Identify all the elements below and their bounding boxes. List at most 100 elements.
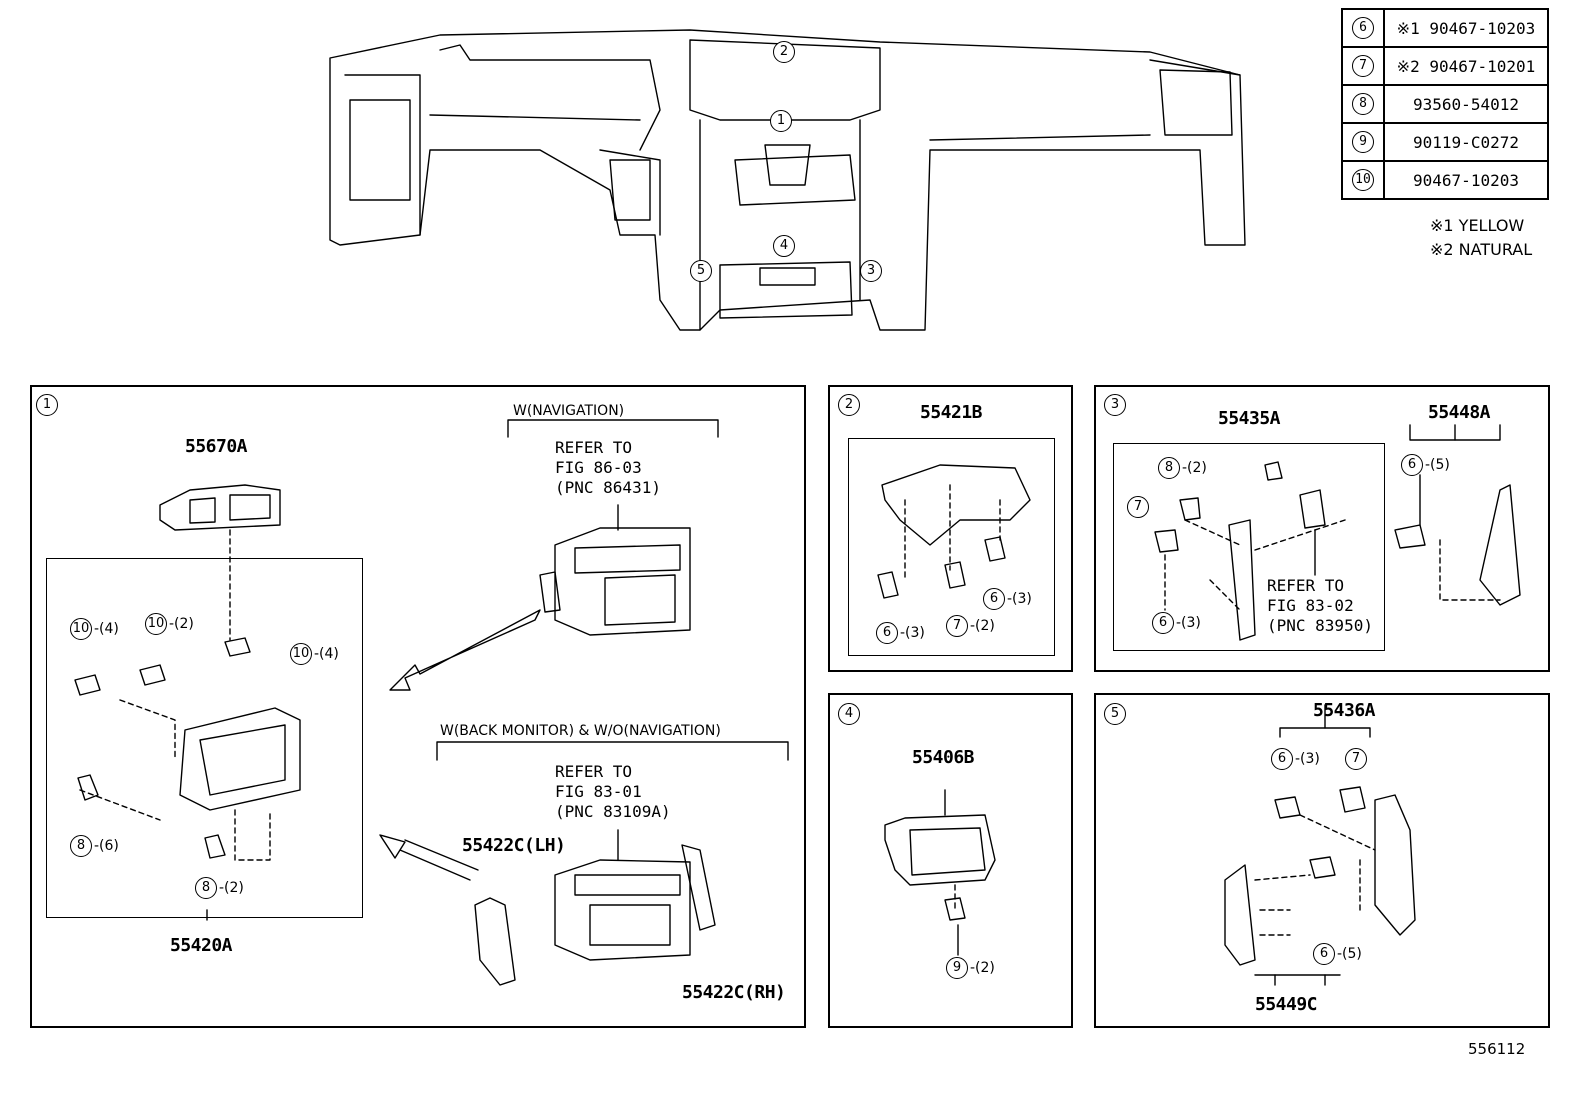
callout-qty: -(2) (1182, 460, 1207, 476)
callout-num: 6 (1271, 748, 1293, 770)
legend-row: 10 90467-10203 (1341, 160, 1549, 200)
callout-qty: -(2) (970, 618, 995, 634)
callout-8-qty-2: 8 -(2) (1158, 457, 1207, 479)
callout-qty: -(4) (94, 621, 119, 637)
panel-1-inner-box (46, 558, 363, 918)
callout-6-qty-3: 6 -(3) (1271, 748, 1320, 770)
part-label-55448A: 55448A (1428, 402, 1491, 423)
callout-num: 7 (1127, 496, 1149, 518)
callout-qty: -(5) (1337, 946, 1362, 962)
legend-num: 7 (1352, 55, 1374, 77)
legend-part: ※1 90467-10203 (1383, 8, 1549, 48)
callout-qty: -(3) (900, 625, 925, 641)
callout-10-qty-2: 10 -(2) (145, 613, 194, 635)
callout-7-qty-2: 7 -(2) (946, 615, 995, 637)
panel-3-reference: REFER TO FIG 83-02 (PNC 83950) (1267, 576, 1373, 635)
panel-1 (30, 385, 806, 1028)
callout-6-qty-3-right: 6 -(3) (983, 588, 1032, 610)
nav-reference: REFER TO FIG 86-03 (PNC 86431) (555, 438, 661, 497)
panel-4 (828, 693, 1073, 1028)
callout-num: 6 (983, 588, 1005, 610)
callout-7: 7 (1127, 496, 1151, 518)
callout-10-qty-4-right: 10 -(4) (290, 643, 339, 665)
callout-num: 9 (946, 957, 968, 979)
dashboard-overview-drawing (329, 29, 1246, 331)
part-label-55421B: 55421B (920, 402, 983, 423)
part-label-55422C-LH: 55422C(LH) (462, 835, 566, 856)
callout-qty: -(6) (94, 838, 119, 854)
part-label-55435A: 55435A (1218, 408, 1281, 429)
overview-callout-1: 1 (770, 110, 792, 132)
callout-num: 10 (290, 643, 312, 665)
back-monitor-header: W(BACK MONITOR) & W/O(NAVIGATION) (440, 723, 721, 739)
panel-2-number: 2 (838, 394, 860, 416)
callout-qty: -(2) (219, 880, 244, 896)
callout-7: 7 (1345, 748, 1369, 770)
callout-8-qty-6: 8 -(6) (70, 835, 119, 857)
callout-6-qty-5: 6 -(5) (1313, 943, 1362, 965)
callout-9-qty-2: 9 -(2) (946, 957, 995, 979)
callout-6-qty-5: 6 -(5) (1401, 454, 1450, 476)
legend-row: 9 90119-C0272 (1341, 122, 1549, 162)
callout-10-qty-4-left: 10 -(4) (70, 618, 119, 640)
callout-num: 8 (70, 835, 92, 857)
back-monitor-reference: REFER TO FIG 83-01 (PNC 83109A) (555, 762, 671, 821)
panel-3-number: 3 (1104, 394, 1126, 416)
panel3-drawing (1154, 424, 1521, 641)
callout-6-qty-3: 6 -(3) (1152, 612, 1201, 634)
callout-num: 7 (1345, 748, 1367, 770)
callout-num: 8 (195, 877, 217, 899)
callout-8-qty-2: 8 -(2) (195, 877, 244, 899)
callout-qty: -(4) (314, 646, 339, 662)
overview-callout-2: 2 (773, 41, 795, 63)
callout-qty: -(2) (970, 960, 995, 976)
legend-row: 6 ※1 90467-10203 (1341, 8, 1549, 48)
callout-qty: -(3) (1176, 615, 1201, 631)
panel-3 (1094, 385, 1550, 672)
part-label-55436A: 55436A (1313, 700, 1376, 721)
nav-header: W(NAVIGATION) (513, 403, 625, 419)
part-label-55422C-RH: 55422C(RH) (682, 982, 786, 1003)
callout-qty: -(3) (1295, 751, 1320, 767)
part-label-55406B: 55406B (912, 747, 975, 768)
legend-num: 8 (1352, 93, 1374, 115)
part-label-55420A: 55420A (170, 935, 233, 956)
panel1-drawing (74, 419, 789, 986)
panel2-drawing (877, 464, 1031, 599)
overview-callout-5: 5 (690, 260, 712, 282)
legend-part: 93560-54012 (1383, 84, 1549, 124)
callout-6-qty-3-left: 6 -(3) (876, 622, 925, 644)
part-label-55449C: 55449C (1255, 994, 1318, 1015)
legend-part: 90467-10203 (1383, 160, 1549, 200)
overview-callout-4: 4 (773, 235, 795, 257)
legend-num: 9 (1352, 131, 1374, 153)
callout-num: 8 (1158, 457, 1180, 479)
panel-2-inner-box (848, 438, 1055, 656)
callout-num: 10 (70, 618, 92, 640)
callout-num: 7 (946, 615, 968, 637)
panel-4-number: 4 (838, 703, 860, 725)
legend-note-1: ※1 YELLOW (1430, 216, 1525, 235)
callout-num: 10 (145, 613, 167, 635)
panel-5-number: 5 (1104, 703, 1126, 725)
panel5-drawing (1224, 704, 1416, 986)
callout-num: 6 (876, 622, 898, 644)
callout-num: 6 (1401, 454, 1423, 476)
callout-qty: -(3) (1007, 591, 1032, 607)
legend-part: ※2 90467-10201 (1383, 46, 1549, 86)
panel-3-inner-box (1113, 443, 1385, 651)
callout-num: 6 (1152, 612, 1174, 634)
overview-callout-3: 3 (860, 260, 882, 282)
parts-legend-table: 6 ※1 90467-10203 7 ※2 90467-10201 8 9356… (1341, 8, 1549, 200)
callout-qty: -(5) (1425, 457, 1450, 473)
callout-num: 6 (1313, 943, 1335, 965)
legend-part: 90119-C0272 (1383, 122, 1549, 162)
panel-1-number: 1 (36, 394, 58, 416)
part-label-55670A: 55670A (185, 436, 248, 457)
legend-note-2: ※2 NATURAL (1430, 240, 1533, 259)
panel4-drawing (884, 789, 996, 956)
legend-row: 8 93560-54012 (1341, 84, 1549, 124)
legend-num: 6 (1352, 17, 1374, 39)
legend-num: 10 (1352, 169, 1374, 191)
figure-id: 556112 (1468, 1040, 1526, 1058)
